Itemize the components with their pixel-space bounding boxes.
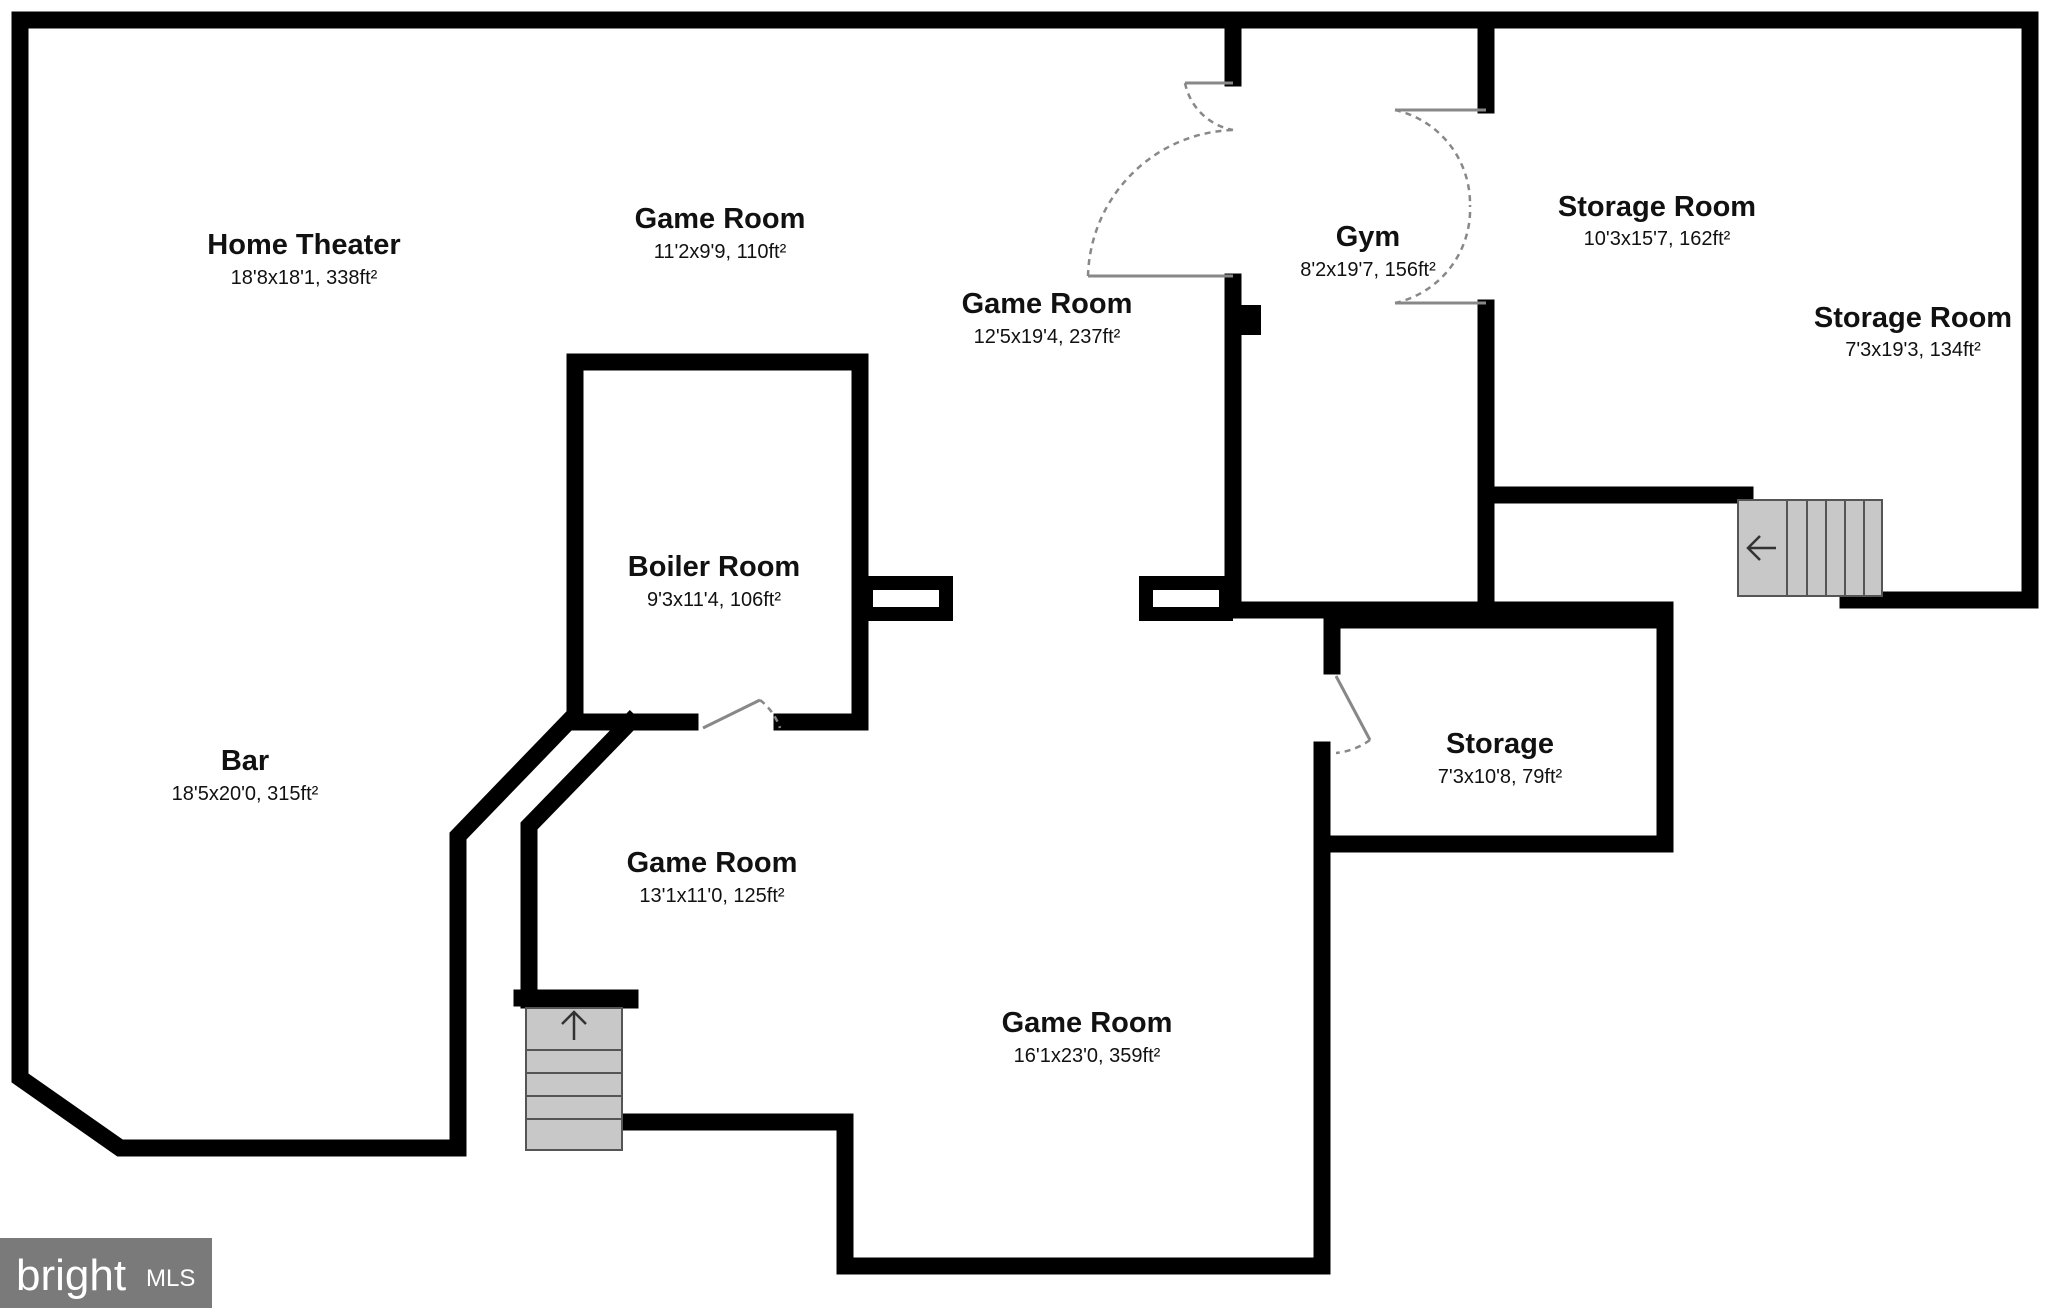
wall-bump [1233,305,1261,335]
room-gym: Gym 8'2x19'7, 156ft² [1300,221,1436,281]
storage-box [1323,611,1674,853]
room-name: Bar [221,745,269,777]
room-boiler-room: Boiler Room 9'3x11'4, 106ft² [628,551,800,611]
room-game-room-mid: Game Room 12'5x19'4, 237ft² [962,288,1133,348]
room-storage-room-a: Storage Room 10'3x15'7, 162ft² [1558,191,1756,250]
inner-wall-diagonal [520,709,643,1009]
room-name: Home Theater [207,229,400,261]
boiler-wall-left [566,353,869,731]
room-name: Gym [1336,221,1400,253]
outer-wall-top-right [1224,11,2039,609]
room-dimensions: 7'3x10'8, 79ft² [1438,766,1563,788]
room-dimensions: 8'2x19'7, 156ft² [1300,259,1436,281]
room-name: Game Room [962,288,1133,320]
room-dimensions: 7'3x19'3, 134ft² [1845,339,1981,361]
room-bar: Bar 18'5x20'0, 315ft² [172,745,319,805]
room-name: Game Room [635,203,806,235]
room-storage-room-b: Storage Room 7'3x19'3, 134ft² [1814,302,2012,361]
room-game-room-main: Game Room 16'1x23'0, 359ft² [1002,1007,1173,1067]
room-name: Game Room [627,847,798,879]
door-swing-storage-bottom [1394,204,1472,305]
walls [11,11,2039,1275]
room-storage: Storage 7'3x10'8, 79ft² [1438,728,1563,788]
room-name: Storage [1446,728,1554,760]
room-dimensions: 11'2x9'9, 110ft² [654,241,787,263]
stairs-right [1737,499,1883,597]
room-home-theater: Home Theater 18'8x18'1, 338ft² [207,229,400,289]
room-game-room-left: Game Room 13'1x11'0, 125ft² [627,847,798,907]
logo-suffix: MLS [146,1265,195,1292]
door-swing-gym-top [1183,82,1234,132]
outer-wall-left [11,11,1242,1157]
room-dimensions: 9'3x11'4, 106ft² [647,589,781,611]
door-swing-storage [1335,738,1371,755]
door-swing-boiler [759,699,782,729]
room-name: Storage Room [1558,191,1756,223]
arrow-left-icon [1746,535,1776,561]
room-dimensions: 18'5x20'0, 315ft² [172,783,319,805]
room-dimensions: 16'1x23'0, 359ft² [1014,1045,1161,1067]
wall-stub-right [1139,576,1233,621]
door-swing-storage-top [1394,108,1472,206]
room-dimensions: 18'8x18'1, 338ft² [231,267,378,289]
stairs-left [525,1007,623,1151]
room-game-room-top: Game Room 11'2x9'9, 110ft² [635,203,806,263]
room-name: Boiler Room [628,551,800,583]
room-dimensions: 13'1x11'0, 125ft² [639,885,784,907]
logo-brand: bright [16,1251,126,1300]
bright-mls-logo: bright MLS [0,1238,212,1308]
door-swing-gameroom [1086,128,1234,277]
room-name: Game Room [1002,1007,1173,1039]
door-swings [702,81,1486,755]
room-name: Storage Room [1814,302,2012,334]
wall-stub-left [859,576,953,621]
outer-wall-bottom [611,741,1331,1275]
room-dimensions: 10'3x15'7, 162ft² [1584,228,1731,250]
room-dimensions: 12'5x19'4, 237ft² [974,326,1121,348]
arrow-up-icon [561,1010,587,1040]
